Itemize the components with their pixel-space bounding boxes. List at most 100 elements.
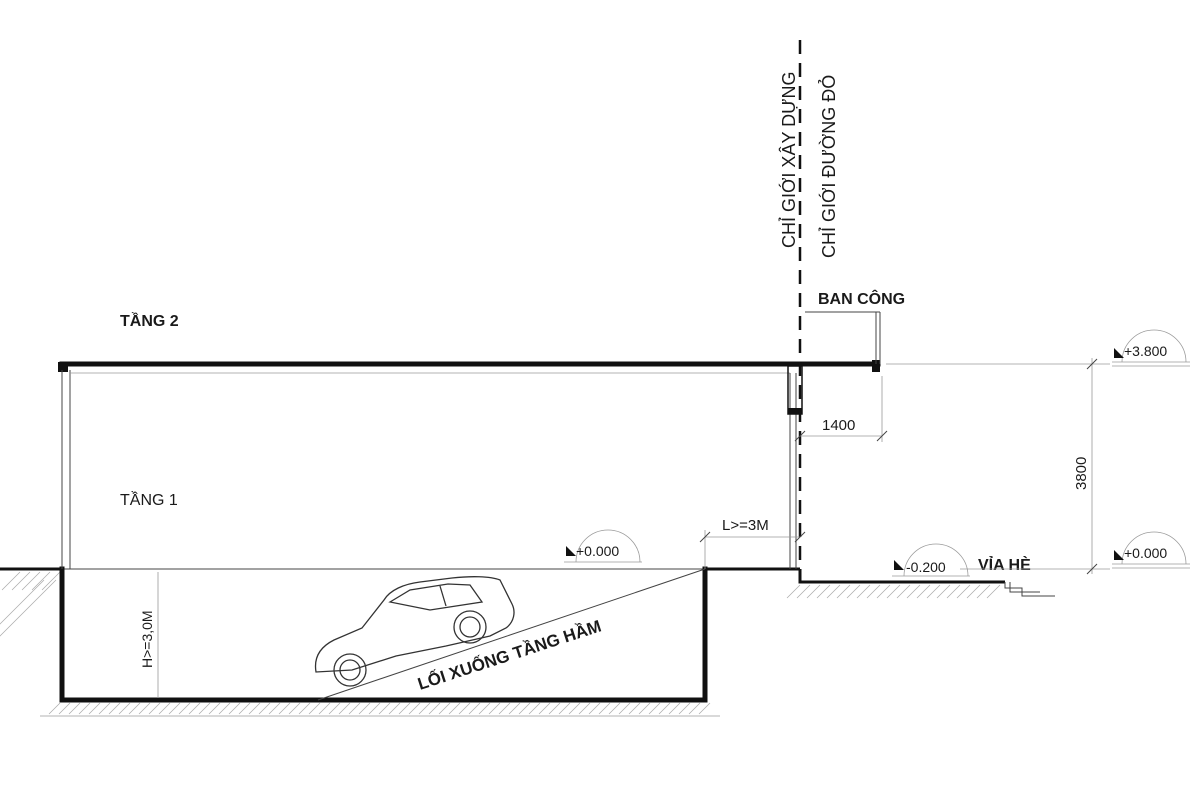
- level-zero-right-label: +0.000: [1124, 545, 1167, 561]
- hatch-stroke: [158, 702, 171, 715]
- hatch-stroke: [588, 702, 601, 715]
- level-sidewalk-label: -0.200: [906, 559, 946, 575]
- balcony-dim-label: 1400: [822, 417, 855, 434]
- hatch-stroke: [418, 702, 431, 715]
- hatch-stroke: [68, 702, 81, 715]
- hatch-stroke: [198, 702, 211, 715]
- sidewalk-step: [1004, 582, 1055, 597]
- hatch-stroke: [618, 702, 631, 715]
- hatch-stroke: [268, 702, 281, 715]
- hatch-stroke: [348, 702, 361, 715]
- chi-gioi-xay-dung-label: CHỈ GIỚI XÂY DỰNG: [778, 71, 799, 248]
- balcony-dim: [794, 376, 888, 442]
- hatch-stroke: [318, 702, 331, 715]
- hatch-stroke: [806, 584, 821, 599]
- hatch-stroke: [108, 702, 121, 715]
- hatch-stroke: [98, 702, 111, 715]
- hatch-stroke: [338, 702, 351, 715]
- hatch-stroke: [0, 579, 57, 637]
- hatch-stroke: [288, 702, 301, 715]
- via-he-label: VỈA HÈ: [978, 555, 1031, 574]
- hatch-stroke: [796, 584, 811, 599]
- hatch-stroke: [148, 702, 161, 715]
- hatch-stroke: [936, 584, 951, 599]
- level-marker-sidewalk: [892, 543, 970, 577]
- level-zero-interior-label: +0.000: [576, 543, 619, 559]
- hatch-stroke: [886, 584, 901, 599]
- hatch-stroke: [228, 702, 241, 715]
- balcony-end: [872, 360, 880, 372]
- hatch-stroke: [128, 702, 141, 715]
- hatch-stroke: [508, 702, 521, 715]
- hatch-stroke: [956, 584, 971, 599]
- hatch-stroke: [448, 702, 461, 715]
- tang1-label: TẦNG 1: [120, 490, 178, 509]
- hatch-stroke: [498, 702, 511, 715]
- tang2-label: TẦNG 2: [120, 311, 179, 330]
- hatch-stroke: [398, 702, 411, 715]
- ramp-line: [317, 568, 706, 701]
- hatch-stroke: [358, 702, 371, 715]
- ban-cong-label: BAN CÔNG: [818, 289, 905, 308]
- hatch-stroke: [628, 702, 641, 715]
- level-top-right-label: +3.800: [1124, 343, 1167, 359]
- hatch-stroke: [658, 702, 671, 715]
- hatch-stroke: [48, 702, 61, 715]
- facade-beam-fill: [788, 408, 802, 414]
- hatch-stroke: [608, 702, 621, 715]
- level-marker-zero-right: [1112, 531, 1190, 569]
- hatch-stroke: [488, 702, 501, 715]
- hatch-stroke: [856, 584, 871, 599]
- ramp-label: LỐI XUỐNG TẦNG HẦM: [415, 616, 604, 694]
- hatch-stroke: [668, 702, 681, 715]
- hatch-stroke: [458, 702, 471, 715]
- ground-hatch: [0, 571, 711, 715]
- hatch-stroke: [298, 702, 311, 715]
- roof-slab-end-left: [58, 362, 68, 372]
- hatch-stroke: [368, 702, 381, 715]
- hatch-stroke: [678, 702, 691, 715]
- hatch-stroke: [836, 584, 851, 599]
- hatch-stroke: [866, 584, 881, 599]
- hatch-stroke: [528, 702, 541, 715]
- hatch-stroke: [208, 702, 221, 715]
- level-marker-top-right: [1112, 329, 1190, 367]
- hatch-stroke: [178, 702, 191, 715]
- hatch-stroke: [966, 584, 981, 599]
- hatch-stroke: [278, 702, 291, 715]
- hatch-stroke: [986, 584, 1001, 599]
- hatch-stroke: [258, 702, 271, 715]
- hatch-stroke: [976, 584, 991, 599]
- hatch-stroke: [248, 702, 261, 715]
- hatch-stroke: [428, 702, 441, 715]
- hatch-stroke: [786, 584, 801, 599]
- hatch-stroke: [188, 702, 201, 715]
- hatch-stroke: [31, 571, 51, 591]
- hatch-stroke: [41, 571, 61, 591]
- hatch-stroke: [438, 702, 451, 715]
- hatch-stroke: [698, 702, 711, 715]
- hatch-stroke: [328, 702, 341, 715]
- basement-wall: [59, 566, 708, 703]
- hatch-stroke: [478, 702, 491, 715]
- hatch-stroke: [1, 571, 21, 591]
- hatch-stroke: [218, 702, 231, 715]
- hatch-stroke: [916, 584, 931, 599]
- hatch-stroke: [896, 584, 911, 599]
- hatch-stroke: [648, 702, 661, 715]
- height-dim: [886, 358, 1110, 575]
- hatch-stroke: [518, 702, 531, 715]
- sidewalk-step-inner: [1009, 582, 1040, 593]
- hatch-stroke: [946, 584, 961, 599]
- hatch-stroke: [906, 584, 921, 599]
- hatch-stroke: [78, 702, 91, 715]
- hatch-stroke: [578, 702, 591, 715]
- hatch-stroke: [816, 584, 831, 599]
- hatch-stroke: [88, 702, 101, 715]
- hatch-stroke: [118, 702, 131, 715]
- hatch-stroke: [598, 702, 611, 715]
- h-dim-label: H>=3,0M: [139, 610, 155, 668]
- l-dim-label: L>=3M: [722, 517, 769, 534]
- ground-hatch-right: [786, 584, 1001, 599]
